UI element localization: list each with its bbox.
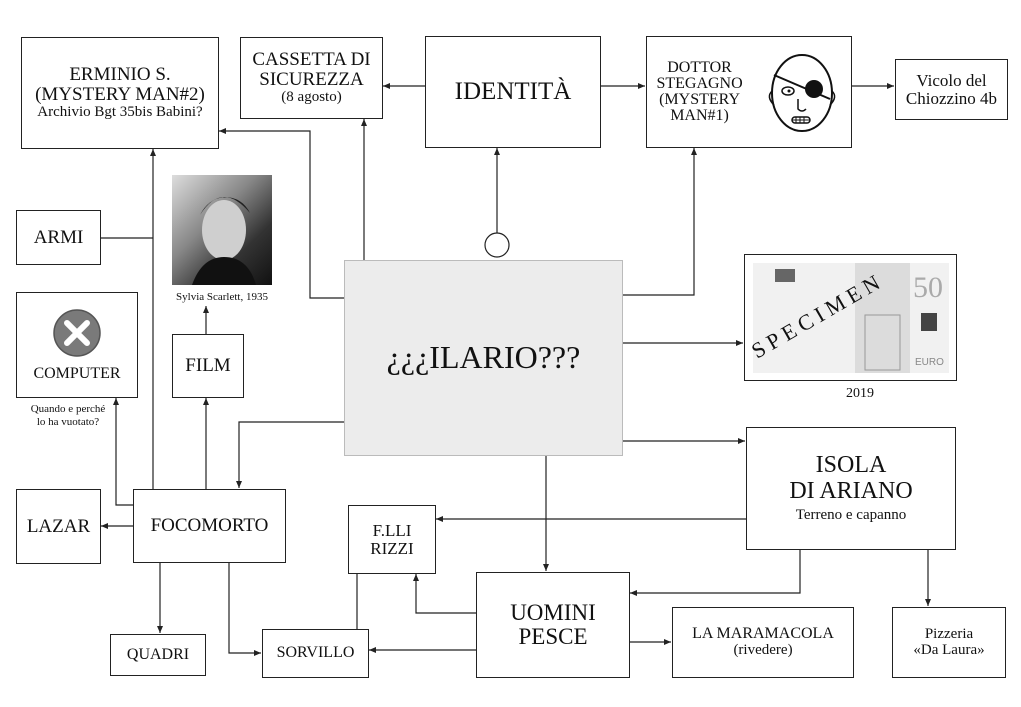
euro-caption: 2019 xyxy=(846,386,874,401)
error-x-icon xyxy=(53,309,101,357)
photo-caption: Sylvia Scarlett, 1935 xyxy=(176,291,268,303)
banknote-denomination: 50 xyxy=(913,271,943,304)
node-computer[interactable]: COMPUTER xyxy=(16,292,138,398)
computer-caption: Quando e perché lo ha vuotato? xyxy=(8,403,128,429)
node-title: SICUREZZA xyxy=(259,69,364,91)
node-isola[interactable]: ISOLA DI ARIANO Terreno e capanno xyxy=(746,427,956,550)
arrow-focomorto-sorvillo xyxy=(228,562,261,656)
node-maramacola[interactable]: LA MARAMACOLA (rivedere) xyxy=(672,607,854,678)
portrait-image xyxy=(192,196,256,285)
node-ilario[interactable]: ¿¿¿ILARIO??? xyxy=(344,260,623,456)
caption-line: lo ha vuotato? xyxy=(36,416,100,429)
node-title: COMPUTER xyxy=(33,365,121,383)
node-title: FOCOMORTO xyxy=(150,515,269,537)
node-title: Pizzeria xyxy=(924,625,974,642)
node-lazar[interactable]: LAZAR xyxy=(16,489,101,564)
arrow-isola-uomini xyxy=(630,549,801,596)
node-title: RIZZI xyxy=(370,538,414,558)
node-film[interactable]: FILM xyxy=(172,334,244,398)
node-title: MAN#1) xyxy=(670,107,729,124)
node-erminio[interactable]: ERMINIO S. (MYSTERY MAN#2) Archivio Bgt … xyxy=(21,37,219,149)
node-sorvillo[interactable]: SORVILLO xyxy=(262,629,369,678)
node-note: Archivio Bgt 35bis Babini? xyxy=(37,104,203,121)
node-note: Terreno e capanno xyxy=(795,506,907,523)
banknote-currency: EURO xyxy=(915,357,944,368)
node-title: Vicolo del xyxy=(916,70,987,90)
node-cassetta[interactable]: CASSETTA DI SICUREZZA (8 agosto) xyxy=(240,37,383,119)
arrow-ilario-dottor xyxy=(622,148,697,296)
node-title: Chiozzino 4b xyxy=(905,88,998,108)
node-title: FILM xyxy=(185,355,231,377)
node-title: QUADRI xyxy=(126,645,190,663)
node-title: (MYSTERY xyxy=(659,91,740,108)
arrow-ilario-focomorto xyxy=(236,421,344,488)
node-title: «Da Laura» xyxy=(913,641,985,658)
node-title: ERMINIO S. xyxy=(69,64,171,86)
node-title: LA MARAMACOLA xyxy=(692,625,834,643)
node-rizzi[interactable]: F.LLI RIZZI xyxy=(348,505,436,574)
node-title: ISOLA xyxy=(815,452,887,479)
node-title: ¿¿¿ILARIO??? xyxy=(386,339,581,376)
face-eyepatch-icon xyxy=(768,54,835,132)
caption-line: Quando e perché xyxy=(30,403,106,415)
node-title: IDENTITÀ xyxy=(454,77,572,105)
node-armi[interactable]: ARMI xyxy=(16,210,101,265)
node-euro-banknote[interactable]: 50 EURO SPECIMEN xyxy=(744,254,957,381)
node-focomorto[interactable]: FOCOMORTO xyxy=(133,489,286,563)
node-title: PESCE xyxy=(518,624,588,649)
arrow-uomini-rizzi xyxy=(413,574,476,614)
node-vicolo[interactable]: Vicolo del Chiozzino 4b xyxy=(895,59,1008,120)
node-title: F.LLI xyxy=(372,520,412,540)
banknote-image: 50 EURO SPECIMEN xyxy=(747,263,949,373)
arrow-ilario-erminio xyxy=(219,128,344,299)
junction-circle xyxy=(484,232,510,258)
node-title: ARMI xyxy=(33,226,84,248)
node-title: CASSETTA DI xyxy=(252,49,371,71)
node-title: UOMINI xyxy=(510,599,596,625)
node-note: (8 agosto) xyxy=(281,89,342,106)
node-pizzeria[interactable]: Pizzeria «Da Laura» xyxy=(892,607,1006,678)
node-subtitle: (MYSTERY MAN#2) xyxy=(35,84,205,106)
photo-sylvia-scarlett xyxy=(172,175,272,285)
node-title: LAZAR xyxy=(26,515,91,537)
node-uomini-pesce[interactable]: UOMINI PESCE xyxy=(476,572,630,678)
node-note: (rivedere) xyxy=(733,642,793,659)
node-quadri[interactable]: QUADRI xyxy=(110,634,206,676)
node-title: DOTTOR xyxy=(667,59,732,76)
node-title: SORVILLO xyxy=(276,644,355,662)
node-identita[interactable]: IDENTITÀ xyxy=(425,36,601,148)
node-dottor[interactable]: DOTTOR STEGAGNO (MYSTERY MAN#1) xyxy=(646,36,852,148)
node-title: STEGAGNO xyxy=(656,75,743,92)
arrow-focomorto-computer xyxy=(113,398,133,506)
node-title: DI ARIANO xyxy=(789,477,913,504)
